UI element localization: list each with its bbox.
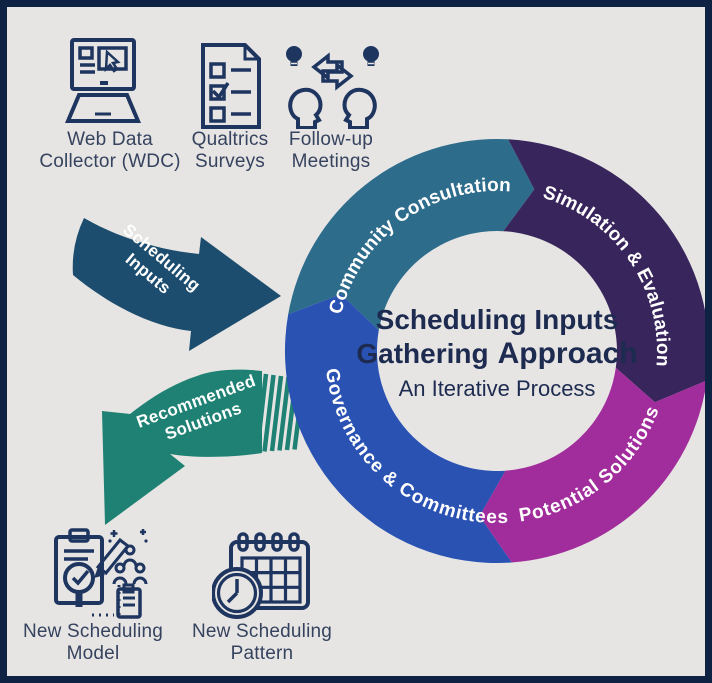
model-review-icon: [54, 528, 148, 619]
center-title-line1: Scheduling Inputs: [376, 304, 619, 335]
segment-community-consultation: [288, 139, 535, 331]
cycle-ring: Community Consultation Simulation & Eval…: [284, 139, 705, 564]
recommended-solutions-arrow-shape: [102, 369, 262, 525]
segment-potential-solutions: [479, 367, 705, 563]
center-subtitle: An Iterative Process: [399, 376, 596, 401]
input-source-label: Qualtrics Surveys: [191, 129, 269, 173]
laptop-web-collector-icon: [64, 38, 142, 123]
input-source-label: Web Data Collector (WDC): [39, 129, 181, 173]
survey-checklist-icon: [201, 43, 261, 129]
center-title-line2-a: Gathering: [356, 338, 488, 369]
cycle-center-text: Scheduling Inputs Gathering Approach An I…: [356, 304, 637, 401]
segment-simulation-evaluation: [503, 139, 705, 403]
process-diagram: Scheduling Inputs Recommended Solutions: [72, 139, 705, 564]
input-source-label: Follow-up Meetings: [288, 129, 374, 173]
segment-governance-committees: [284, 294, 512, 564]
center-title-line2-b: Approach: [498, 337, 638, 370]
scheduling-inputs-arrow-shape: [72, 218, 281, 351]
center-title-line2: Gathering Approach: [356, 337, 637, 370]
output-label: New Scheduling Pattern: [191, 621, 333, 665]
calendar-clock-icon: [212, 532, 310, 619]
recommended-solutions-arrow: Recommended Solutions: [102, 369, 306, 525]
meeting-discussion-icon: [286, 46, 379, 129]
scheduling-inputs-arrow: Scheduling Inputs: [72, 218, 281, 351]
output-label: New Scheduling Model: [22, 621, 164, 665]
